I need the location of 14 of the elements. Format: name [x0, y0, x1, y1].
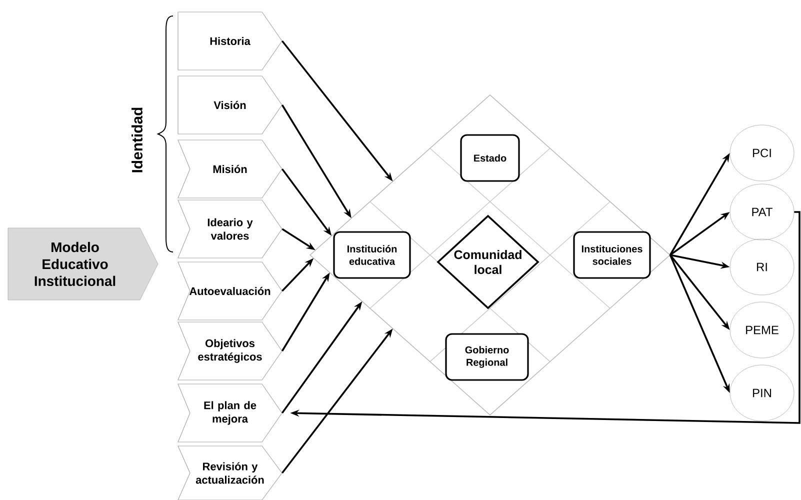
rounded-box: Gobierno Regional — [445, 333, 529, 381]
step-box: Autoevaluación — [178, 262, 282, 320]
vertical-label: Identidad — [132, 108, 142, 172]
step-box: Historia — [178, 12, 282, 70]
rounded-box: Institución educativa — [333, 231, 411, 279]
step-box: Visión — [178, 76, 282, 134]
step-box: Misión — [178, 140, 282, 198]
step-box: El plan de mejora — [178, 384, 282, 442]
step-box: Revisión y actualización — [178, 446, 282, 500]
rounded-box: Estado — [460, 134, 520, 182]
arrow-box: Modelo Educativo Institucional — [8, 228, 158, 300]
step-box: Ideario y valores — [178, 200, 282, 258]
step-box: Objetivos estratégicos — [178, 322, 282, 380]
rounded-box: Instituciones sociales — [573, 231, 651, 279]
